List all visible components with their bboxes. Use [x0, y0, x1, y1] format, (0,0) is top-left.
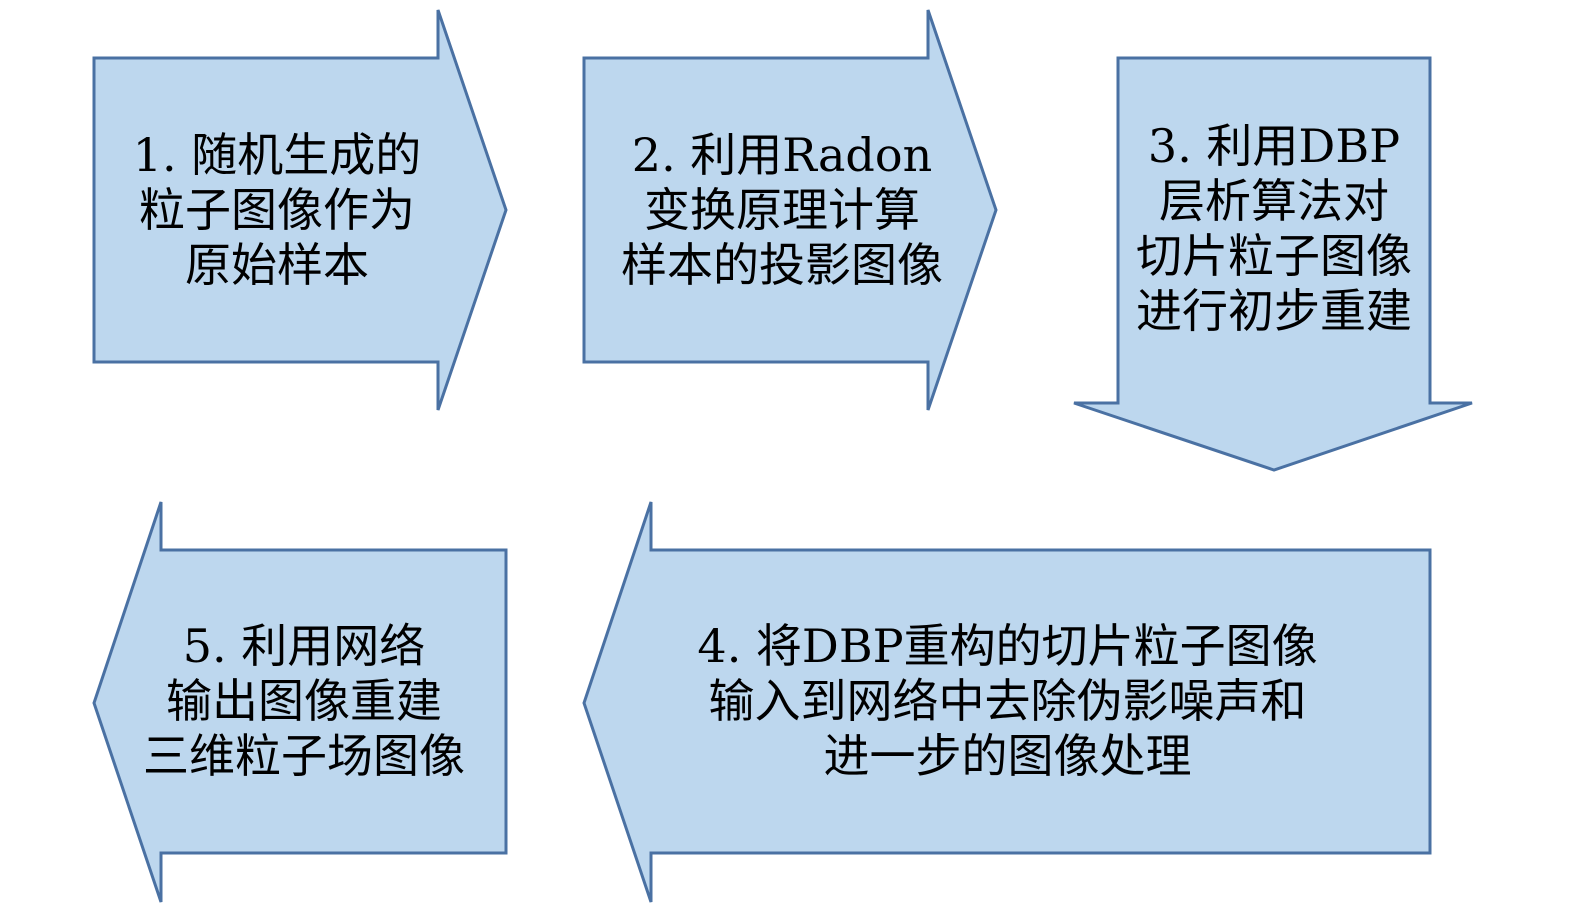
step-3-line-3: 切片粒子图像 [1136, 229, 1412, 283]
step-4-label: 4. 将DBP重构的切片粒子图像 输入到网络中去除伪影噪声和 进一步的图像处理 [651, 550, 1364, 853]
step-2-line-3: 样本的投影图像 [621, 237, 943, 292]
step-3-label: 3. 利用DBP 层析算法对 切片粒子图像 进行初步重建 [1118, 92, 1430, 366]
step-4-line-2: 输入到网络中去除伪影噪声和 [708, 674, 1307, 728]
step-4-line-3: 进一步的图像处理 [823, 729, 1192, 783]
step-5-line-2: 输出图像重建 [166, 674, 442, 728]
step-1-line-1: 1. 随机生成的 [132, 127, 422, 182]
step-2-line-2: 变换原理计算 [644, 182, 920, 237]
step-5-line-1: 5. 利用网络 [182, 619, 426, 673]
step-4-line-1: 4. 将DBP重构的切片粒子图像 [697, 619, 1318, 673]
step-2-label: 2. 利用Radon 变换原理计算 样本的投影图像 [584, 58, 980, 362]
step-2-line-1: 2. 利用Radon [631, 127, 933, 182]
step-4-arrow [582, 501, 1432, 903]
step-5-line-3: 三维粒子场图像 [143, 729, 465, 783]
step-3-line-2: 层析算法对 [1159, 174, 1389, 228]
step-3-line-4: 进行初步重建 [1136, 284, 1412, 338]
step-1-line-3: 原始样本 [185, 237, 369, 292]
step-5-label: 5. 利用网络 输出图像重建 三维粒子场图像 [119, 550, 489, 853]
step-1-arrow [92, 9, 508, 411]
step-3-arrow [1073, 56, 1473, 472]
step-2-arrow [582, 9, 998, 411]
step-1-line-2: 粒子图像作为 [139, 182, 415, 237]
step-1-label: 1. 随机生成的 粒子图像作为 原始样本 [94, 58, 460, 362]
step-3-line-1: 3. 利用DBP [1147, 119, 1401, 173]
step-5-arrow [92, 501, 508, 903]
